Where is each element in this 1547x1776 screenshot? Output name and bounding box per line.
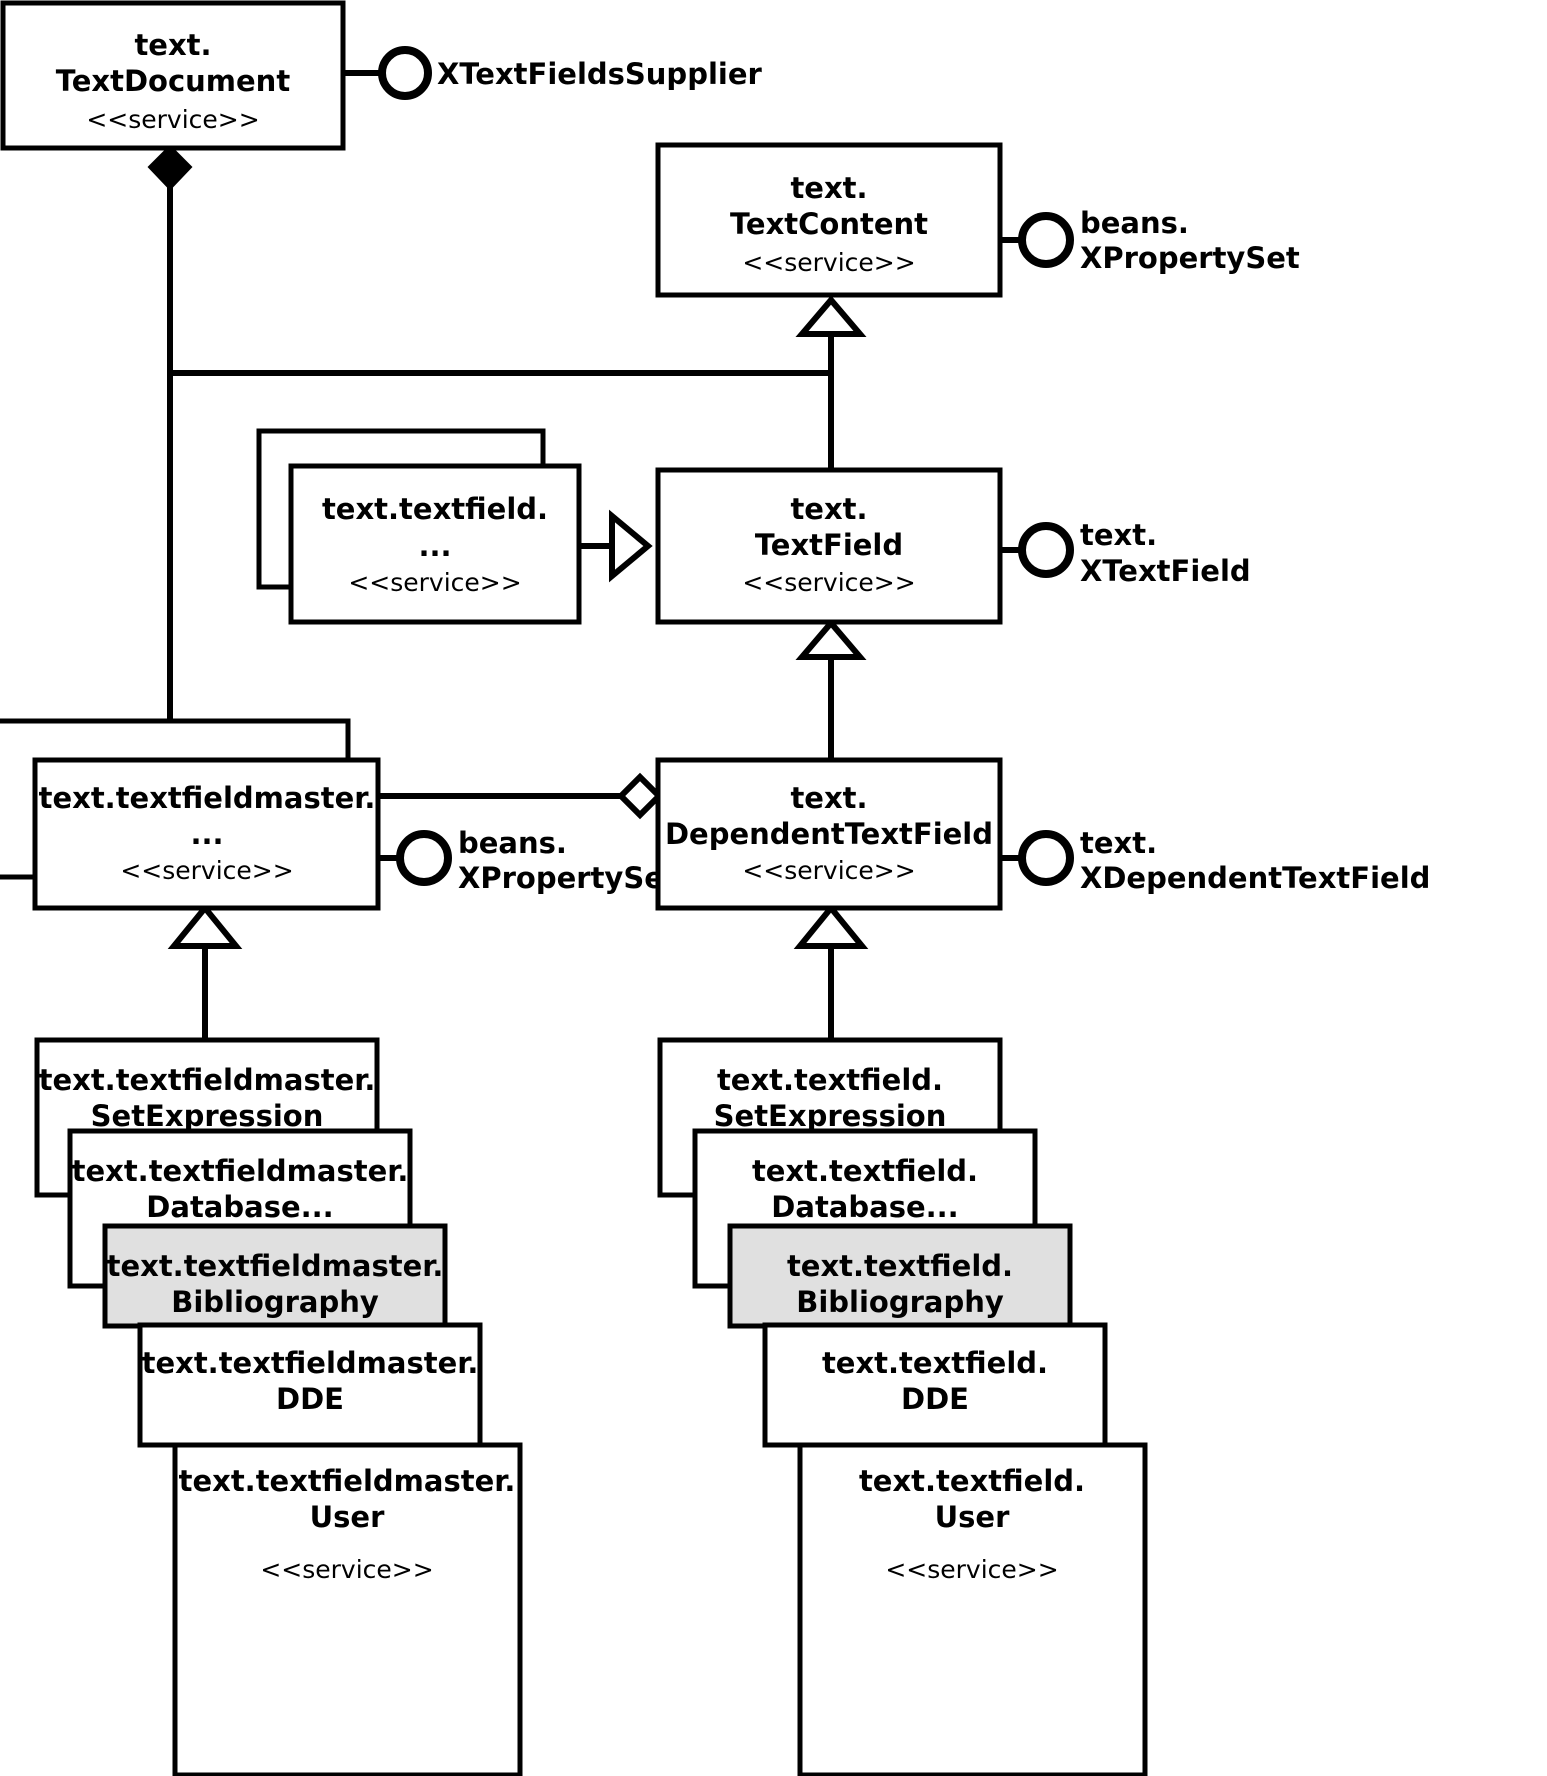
node-text-field[interactable]: text. TextField <<service>> — [655, 467, 1003, 625]
node-textfieldmaster-group-line1: text.textfieldmaster. — [39, 781, 376, 815]
node-field-database-line1: text.textfield. — [752, 1154, 978, 1188]
node-master-user-stereotype: <<service>> — [260, 1555, 433, 1584]
node-field-dde-line2: DDE — [901, 1382, 969, 1416]
node-field-bibliography-line2: Bibliography — [796, 1285, 1004, 1319]
interface-beans-xpropertyset-2[interactable]: beans. XPropertySet — [396, 826, 678, 895]
node-text-content-box[interactable] — [655, 142, 1003, 298]
interface-xpropertyset2-line1: beans. — [458, 826, 567, 860]
node-field-setexpression-line1: text.textfield. — [717, 1063, 943, 1097]
node-text-content-stereotype: <<service>> — [742, 248, 915, 277]
node-textfield-group-box[interactable] — [288, 463, 582, 625]
generalization-arrow-dependent — [793, 903, 869, 949]
interface-circle-icon[interactable] — [1018, 830, 1074, 886]
node-text-field-stereotype: <<service>> — [742, 568, 915, 597]
node-master-dde[interactable]: text.textfieldmaster. DDE — [137, 1322, 483, 1448]
aggregation-diamond — [616, 772, 664, 820]
node-field-dde[interactable]: text.textfield. DDE — [762, 1322, 1108, 1448]
node-master-bibliography[interactable]: text.textfieldmaster. Bibliography — [102, 1223, 448, 1329]
interface-xpropertyset1-line1: beans. — [1080, 206, 1189, 240]
node-field-dde-box[interactable] — [762, 1322, 1108, 1448]
node-field-user[interactable]: text.textfield. User <<service>> — [797, 1442, 1148, 1776]
node-master-database-line2: Database... — [146, 1190, 333, 1224]
realization-arrow-textfield — [609, 509, 653, 583]
node-field-bibliography[interactable]: text.textfield. Bibliography — [727, 1223, 1073, 1329]
interface-text-xdependenttextfield[interactable]: text. XDependentTextField — [1018, 826, 1430, 895]
node-textfieldmaster-group-box[interactable] — [32, 757, 381, 911]
node-master-setexpression-line1: text.textfieldmaster. — [39, 1063, 376, 1097]
node-text-document-stereotype: <<service>> — [86, 105, 259, 134]
node-textfieldmaster-group-line2: ... — [190, 817, 223, 851]
node-textfield-group-stereotype: <<service>> — [348, 568, 521, 597]
interface-circle-icon[interactable] — [396, 830, 452, 886]
interface-xpropertyset1-line2: XPropertySet — [1080, 241, 1300, 275]
generalization-arrow-textfield — [795, 618, 867, 660]
node-text-content-line1: text. — [790, 171, 867, 205]
node-field-dde-line1: text.textfield. — [822, 1346, 1048, 1380]
interface-circle-icon[interactable] — [1018, 212, 1074, 268]
node-master-user-line1: text.textfieldmaster. — [179, 1464, 516, 1498]
interface-xtextfield-line1: text. — [1080, 518, 1157, 552]
node-textfield-group-line1: text.textfield. — [322, 492, 548, 526]
interface-xpropertyset2-line2: XPropertySet — [458, 861, 678, 895]
node-dependent-text-field[interactable]: text. DependentTextField <<service>> — [655, 757, 1003, 911]
node-text-document-line1: text. — [134, 28, 211, 62]
node-field-user-line1: text.textfield. — [859, 1464, 1085, 1498]
node-master-dde-line1: text.textfieldmaster. — [142, 1346, 479, 1380]
node-field-user-line2: User — [935, 1500, 1010, 1534]
node-dependent-text-field-box[interactable] — [655, 757, 1003, 911]
node-textfieldmaster-group-stereotype: <<service>> — [120, 856, 293, 885]
node-field-setexpression-line2: SetExpression — [714, 1099, 947, 1133]
interface-xtextfieldssupplier-label: XTextFieldsSupplier — [437, 57, 763, 91]
node-field-database-line2: Database... — [771, 1190, 958, 1224]
interface-circle-icon[interactable] — [378, 46, 432, 100]
node-master-setexpression-line2: SetExpression — [91, 1099, 324, 1133]
node-field-user-box[interactable] — [797, 1442, 1148, 1776]
node-master-user-box[interactable] — [172, 1442, 523, 1776]
composition-diamond — [147, 144, 193, 191]
node-field-bibliography-line1: text.textfield. — [787, 1249, 1013, 1283]
node-field-bibliography-box[interactable] — [727, 1223, 1073, 1329]
node-master-bibliography-box[interactable] — [102, 1223, 448, 1329]
node-master-user-line2: User — [310, 1500, 385, 1534]
node-textfield-group-line2: ... — [418, 529, 451, 563]
node-textfieldmaster-group[interactable]: text.textfieldmaster. ... <<service>> — [0, 718, 381, 911]
node-dependent-text-field-line2: DependentTextField — [665, 817, 993, 851]
node-text-document-box[interactable] — [0, 0, 346, 151]
node-dependent-text-field-line1: text. — [790, 781, 867, 815]
node-master-user[interactable]: text.textfieldmaster. User <<service>> — [172, 1442, 523, 1776]
node-dependent-text-field-stereotype: <<service>> — [742, 856, 915, 885]
node-text-field-box[interactable] — [655, 467, 1003, 625]
interface-xdependenttextfield-line2: XDependentTextField — [1080, 861, 1430, 895]
node-text-field-line1: text. — [790, 492, 867, 526]
node-text-content-line2: TextContent — [730, 207, 928, 241]
generalization-arrow-textcontent — [795, 295, 867, 337]
node-master-dde-box[interactable] — [137, 1322, 483, 1448]
node-text-field-line2: TextField — [755, 528, 903, 562]
interface-xdependenttextfield-line1: text. — [1080, 826, 1157, 860]
cascade-textfieldmaster: text.textfieldmaster. SetExpression text… — [34, 1037, 523, 1776]
node-master-bibliography-line1: text.textfieldmaster. — [107, 1249, 444, 1283]
cascade-textfield: text.textfield. SetExpression text.textf… — [657, 1037, 1148, 1776]
interface-beans-xpropertyset-1[interactable]: beans. XPropertySet — [1018, 206, 1300, 275]
node-text-content[interactable]: text. TextContent <<service>> — [655, 142, 1003, 298]
generalization-arrow-master-group — [167, 903, 243, 949]
node-text-document[interactable]: text. TextDocument <<service>> — [0, 0, 346, 151]
node-text-document-line2: TextDocument — [56, 64, 291, 98]
interface-xtextfieldssupplier[interactable]: XTextFieldsSupplier — [378, 46, 763, 100]
node-field-user-stereotype: <<service>> — [885, 1555, 1058, 1584]
node-master-bibliography-line2: Bibliography — [171, 1285, 379, 1319]
node-master-database-line1: text.textfieldmaster. — [72, 1154, 409, 1188]
node-master-dde-line2: DDE — [276, 1382, 344, 1416]
node-textfield-group[interactable]: text.textfield. ... <<service>> — [256, 428, 582, 625]
interface-xtextfield-line2: XTextField — [1080, 554, 1251, 588]
interface-text-xtextfield[interactable]: text. XTextField — [1018, 518, 1251, 588]
interface-circle-icon[interactable] — [1018, 522, 1074, 578]
